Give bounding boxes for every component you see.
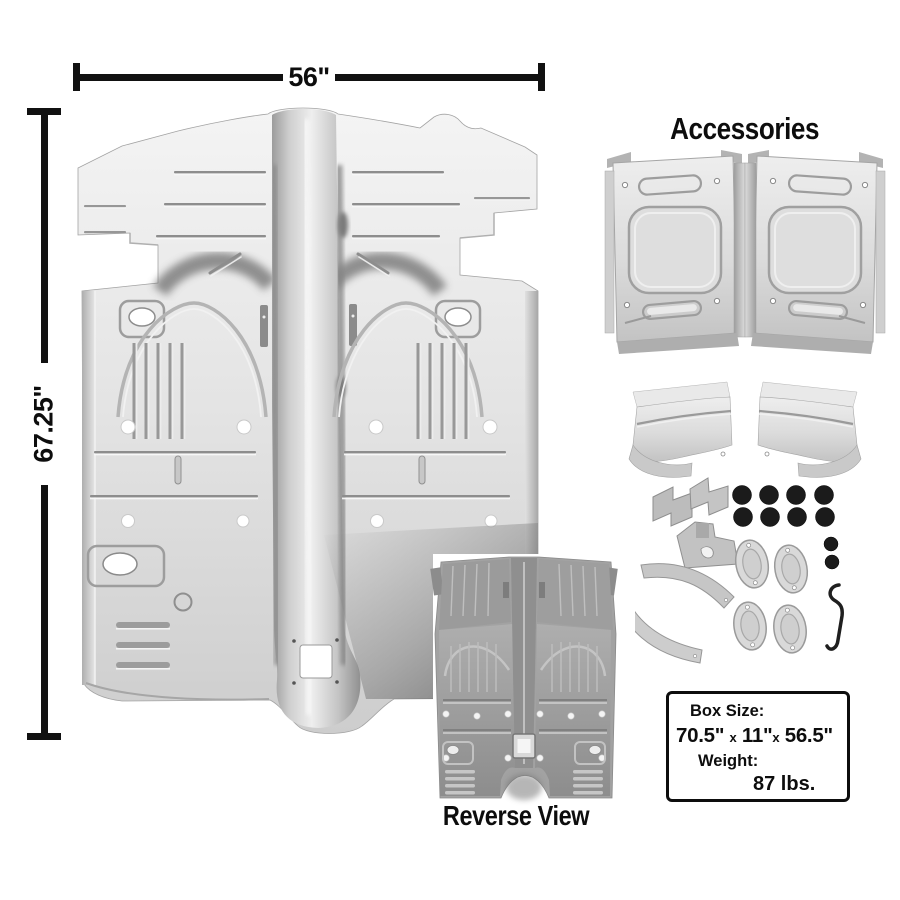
accessories-image: [604, 148, 887, 664]
seat-platform-bracket-right: [756, 380, 863, 479]
trunk-drop-off-panel-right: [743, 148, 887, 356]
dimension-line-segment: [41, 115, 48, 363]
seat-platform-bracket-left: [628, 381, 733, 478]
support-bracket: [676, 521, 739, 569]
reverse-floor-pan: [430, 556, 618, 800]
width-dimension: 56": [73, 62, 545, 92]
shifter-hole: [292, 638, 339, 685]
weight-label: Weight:: [698, 751, 759, 770]
box-size-value: 70.5" x 11"x 56.5": [676, 723, 833, 747]
width-dimension-label: 56": [288, 61, 330, 92]
dimension-line-segment: [41, 485, 48, 733]
left-floor-half-details: [82, 291, 270, 701]
dimension-line-segment: [334, 73, 538, 81]
mounting-z-brackets: [652, 477, 729, 527]
weight-value: 87 lbs.: [753, 772, 816, 795]
reverse-view-image: [430, 554, 635, 810]
brace-straps: [613, 563, 735, 664]
reverse-view-label: Reverse View: [442, 800, 590, 831]
rubber-plugs: [732, 485, 840, 570]
height-dimension: 67.25": [26, 108, 62, 740]
trunk-drop-off-panel-left: [604, 150, 746, 354]
height-dimension-label: 67.25": [28, 385, 59, 463]
dimension-end-cap-right: [538, 63, 545, 91]
box-size-label: Box Size:: [690, 702, 765, 720]
dimension-end-cap-left: [73, 63, 80, 91]
dimension-end-cap-top: [27, 108, 61, 115]
dimension-end-cap-bottom: [27, 733, 61, 740]
accessories-title: Accessories: [670, 111, 820, 146]
info-box: Box Size: 70.5" x 11"x 56.5" Weight: 87 …: [666, 691, 850, 802]
drain-plug-covers: [733, 539, 809, 654]
dimension-line-segment: [80, 73, 284, 81]
s-hook: [825, 583, 844, 651]
rear-seat-area-details: [84, 171, 530, 297]
